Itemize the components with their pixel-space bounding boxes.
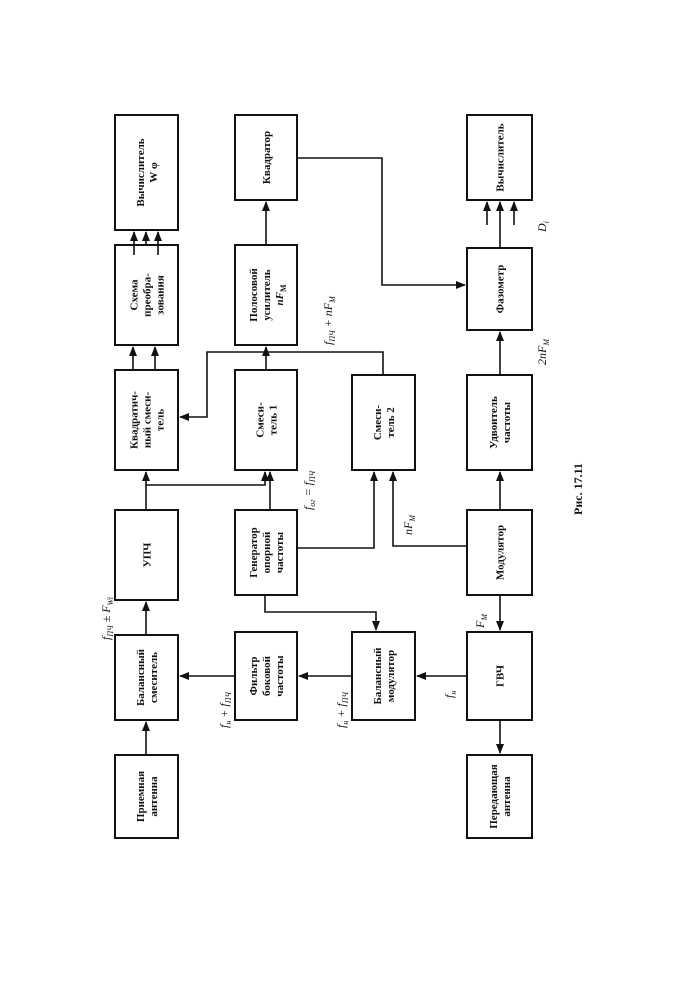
block-sideband-filter-label: Фильтрбоковойчастоты <box>248 655 286 697</box>
block-mixer-1-label: Смеси-тель 1 <box>255 402 280 438</box>
figure-caption: Рис. 17.11 <box>571 463 585 515</box>
block-label-line: Схема <box>129 279 141 310</box>
block-label-line: Генератор <box>248 527 260 577</box>
signal-fm: FМ <box>473 613 489 629</box>
block-hfg-label: ГВЧ <box>495 665 507 687</box>
block-label-line: nF <box>274 291 286 305</box>
block-quadrature-mixer-label: Квадратич-ный смеси-тель <box>129 391 167 449</box>
wire-ipf-to-mixer1 <box>146 471 269 486</box>
signal-fog-eq-fif: fог = fПЧ <box>301 470 317 510</box>
block-computer-d-label: Вычислитель <box>495 123 507 191</box>
block-label-line: Смеси- <box>372 404 384 440</box>
block-label-line: модулятор <box>385 650 397 702</box>
block-label-line: частоты <box>274 531 286 573</box>
block-receive-antenna <box>114 754 179 839</box>
block-label-line: Фильтр <box>248 656 260 695</box>
block-balanced-modulator <box>351 631 416 721</box>
signal-fif-pm-fwi: fПЧ ± FWi <box>99 597 115 640</box>
block-label-line: тель 1 <box>268 405 280 436</box>
block-label-line: частоты <box>501 401 513 443</box>
block-ipf-amp <box>114 509 179 601</box>
signal-nfm: nFМ <box>401 514 417 535</box>
block-bandpass-amp <box>234 244 298 346</box>
block-transmit-antenna <box>466 754 533 839</box>
block-label-line: Фазометр <box>495 265 507 314</box>
block-label-line: зования <box>155 275 167 315</box>
block-label-line: Балансный <box>372 647 384 705</box>
signal-di: Di <box>535 221 551 233</box>
block-sideband-filter <box>234 631 298 721</box>
block-transmit-antenna-label: Передающаяантенна <box>488 764 513 829</box>
wire-modulator-to-mixer2 <box>389 471 467 547</box>
block-ipf-amp-label: УПЧ <box>142 543 154 568</box>
block-conversion-scheme <box>114 244 179 346</box>
block-computer-w <box>114 114 179 231</box>
block-label-line: Вычислитель <box>135 138 147 206</box>
block-squarer <box>234 114 298 201</box>
block-phase-meter-label: Фазометр <box>495 265 507 314</box>
block-mixer-2 <box>351 374 416 471</box>
block-label-line: Балансный <box>135 648 147 706</box>
block-label-line: боковой <box>261 655 273 696</box>
block-label-line: Квадратор <box>261 131 273 184</box>
block-modulator-label: Модулятор <box>495 525 507 580</box>
signal-fn-plus-fif-2: fн + fПЧ <box>334 691 350 728</box>
block-mixer-2-label: Смеси-тель 2 <box>372 404 397 440</box>
block-label-line: Квадратич- <box>129 391 141 449</box>
block-conversion-scheme-label: Схемапреобра-зования <box>129 273 167 317</box>
block-computer-w-label: ВычислительW φ <box>135 138 160 206</box>
block-label-line: антенна <box>501 776 513 817</box>
block-balanced-modulator-label: Балансныймодулятор <box>372 647 397 705</box>
block-label-line: W φ <box>148 162 160 183</box>
block-computer-d <box>466 114 533 201</box>
wire-refgen-to-balmod <box>264 595 380 631</box>
block-reference-generator-label: Генераторопорнойчастоты <box>248 527 286 577</box>
block-reference-generator <box>234 509 298 596</box>
signal-fif-plus-nfm: fПЧ + nFМ <box>321 295 337 345</box>
block-label-line: частоты <box>274 655 286 697</box>
signal-fn-plus-fif-1: fн + fПЧ <box>217 691 233 728</box>
block-label-line: опорной <box>261 531 273 573</box>
block-balanced-mixer <box>114 634 179 721</box>
bandpass-sub: М <box>279 284 288 292</box>
block-label-line: УПЧ <box>142 543 154 568</box>
block-quadrature-mixer <box>114 369 179 471</box>
block-label-line: усилитель <box>261 269 273 320</box>
block-squarer-label: Квадратор <box>261 131 273 184</box>
signal-2nfm: 2nFМ <box>535 338 551 365</box>
block-freq-doubler <box>466 374 533 471</box>
block-label-line: ГВЧ <box>495 665 507 687</box>
block-label-line: Смеси- <box>255 402 267 438</box>
block-label-line: Модулятор <box>495 525 507 580</box>
block-receive-antenna-label: Приемнаяантенна <box>135 771 160 822</box>
block-freq-doubler-label: Удвоительчастоты <box>488 396 513 449</box>
block-label-line: Полосовой <box>248 268 260 322</box>
block-label-line: тель 2 <box>385 407 397 438</box>
block-label-line: ный смеси- <box>142 392 154 449</box>
block-modulator <box>466 509 533 596</box>
block-phase-meter <box>466 247 533 331</box>
wire-refgen-to-mixer2 <box>297 471 378 549</box>
wire-squarer-to-phasemeter <box>297 157 466 289</box>
block-label-line: Приемная <box>135 771 147 822</box>
wire-mixer2-to-quadmixer <box>179 351 384 421</box>
signal-fn: fн <box>442 691 458 698</box>
block-label-line: преобра- <box>142 273 154 317</box>
block-label-line: антенна <box>148 776 160 817</box>
block-label-line: Передающая <box>488 764 500 829</box>
block-label-line: тель <box>155 409 167 431</box>
block-label-line: смеситель <box>148 652 160 703</box>
block-label-line: Вычислитель <box>495 123 507 191</box>
block-balanced-mixer-label: Балансныйсмеситель <box>135 648 160 706</box>
block-label-line: Удвоитель <box>488 396 500 449</box>
block-mixer-1 <box>234 369 298 471</box>
block-bandpass-amp-label: ПолосовойусилительnFМ <box>248 268 288 322</box>
